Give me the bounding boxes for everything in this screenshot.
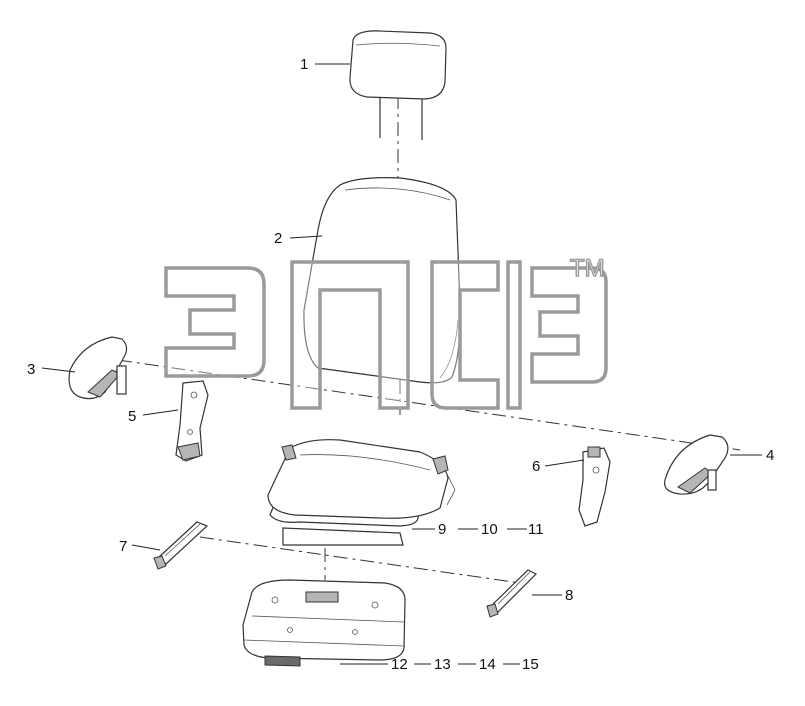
callout-labels: 1 2 3 4 5 6 7 8 9 10 11 12 13 14 15 (27, 56, 774, 673)
callout-6: 6 (532, 458, 540, 475)
right-slide-rail (486, 569, 538, 618)
right-bracket (578, 446, 611, 527)
callout-11: 11 (528, 521, 544, 538)
watermark: TM (164, 254, 608, 410)
callout-5: 5 (128, 408, 136, 425)
leader-lines (41, 63, 762, 665)
seat-cushion (267, 439, 456, 546)
callout-14: 14 (479, 656, 496, 673)
backrest (303, 177, 461, 384)
left-slide-rail (153, 521, 209, 570)
callout-7: 7 (119, 538, 127, 555)
callout-4: 4 (766, 447, 774, 464)
callout-12: 12 (391, 656, 408, 673)
callout-1: 1 (300, 56, 308, 73)
headrest (349, 30, 447, 140)
callout-13: 13 (434, 656, 451, 673)
seat-base-suspension (242, 579, 406, 667)
callout-3: 3 (27, 361, 35, 378)
callout-15: 15 (522, 656, 539, 673)
right-armrest (663, 434, 729, 495)
callout-2: 2 (274, 230, 282, 247)
left-armrest (68, 336, 128, 400)
callout-8: 8 (565, 587, 573, 604)
left-bracket (175, 380, 209, 462)
callout-10: 10 (481, 521, 498, 538)
callout-9: 9 (438, 521, 446, 538)
trademark-mark: TM (570, 255, 605, 282)
